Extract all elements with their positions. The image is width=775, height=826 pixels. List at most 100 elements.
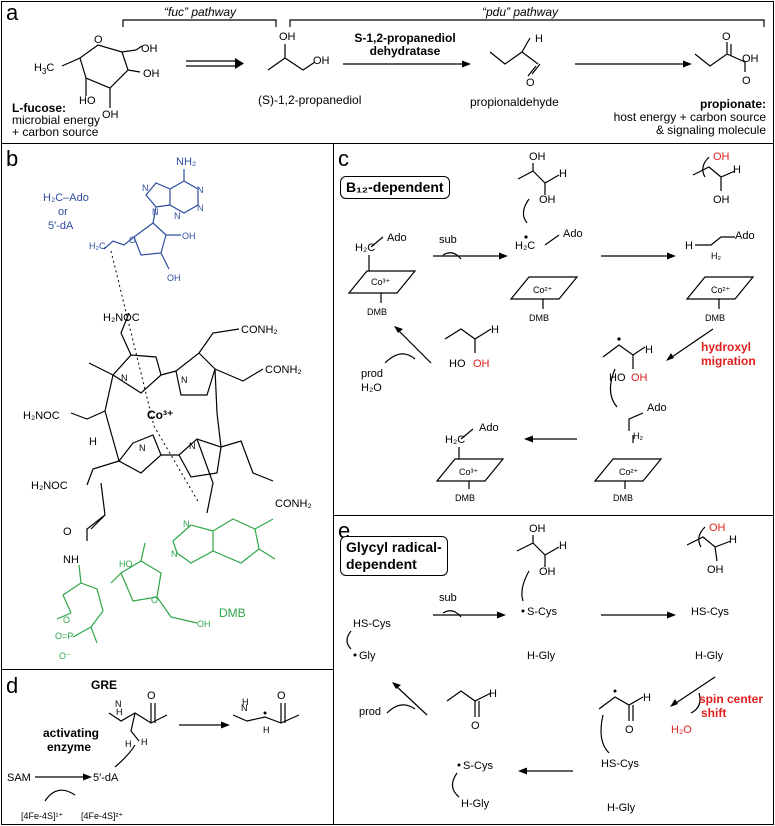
svg-text:H: H [491, 324, 499, 336]
panel-d-activation: GRE N H O H H N H O H activating enzyme … [7, 678, 300, 821]
ado-label-line3: 5′-dA [48, 220, 74, 232]
gem-diol: H HO OH [444, 324, 499, 370]
propionate-line2: & signaling molecule [656, 123, 766, 137]
svg-text:N: N [142, 183, 149, 193]
hydroxyl-migration-line1: hydroxyl [701, 340, 751, 354]
svg-text:S-Cys: S-Cys [527, 606, 557, 618]
propanediol-label: (S)-1,2-propanediol [258, 93, 361, 107]
svg-text:O: O [63, 615, 70, 625]
svg-text:H: H [89, 436, 97, 448]
svg-text:H: H [643, 692, 651, 704]
svg-text:H: H [535, 33, 543, 45]
svg-text:OH: OH [539, 194, 556, 206]
svg-text:HO: HO [79, 95, 96, 107]
svg-text:N: N [181, 375, 188, 385]
svg-text:H: H [559, 168, 567, 180]
svg-text:OH: OH [539, 566, 556, 578]
svg-text:Co³⁺: Co³⁺ [459, 467, 479, 477]
svg-text:OH: OH [473, 358, 490, 370]
svg-text:HO: HO [449, 358, 466, 370]
svg-text:O: O [471, 720, 480, 732]
ado-label-line1: H₂C–Ado [43, 192, 89, 204]
propionaldehyde-product: H O [446, 688, 497, 732]
propionaldehyde-label: propionaldehyde [470, 95, 559, 109]
svg-text:DMB: DMB [705, 313, 725, 323]
h2noc-left: H₂NOC [23, 410, 60, 422]
svg-text:N: N [183, 519, 190, 529]
substrate-radical-pair: OH H OH H₂C Ado Co²⁺ DMB [509, 151, 583, 323]
svg-text:Co³⁺: Co³⁺ [371, 277, 391, 287]
svg-text:DMB: DMB [529, 313, 549, 323]
panel-b-cobalamin: NH₂ N N N N N O OH OH H₂C H₂C–Ado or 5′-… [23, 156, 312, 661]
substrate-thiyl-pair: OH H OH S-Cys H-Gly [516, 523, 567, 662]
svg-text:O: O [625, 724, 634, 736]
svg-text:H: H [263, 725, 270, 735]
propanediol-structure: OH OH [267, 31, 330, 71]
svg-text:H: H [125, 739, 132, 749]
adocbl-complex-2: H₂C Ado Co³⁺ DMB [435, 422, 505, 503]
c-sub-label: sub [439, 234, 457, 246]
ketyl-radical: H O HS-Cys H-Gly [598, 689, 651, 814]
svg-text:DMB: DMB [367, 307, 387, 317]
conh2-top: CONH₂ [241, 324, 278, 336]
l-fucose-line2: + carbon source [12, 125, 99, 139]
svg-text:OH: OH [102, 109, 119, 121]
svg-text:N: N [197, 185, 204, 195]
svg-text:OH: OH [707, 564, 724, 576]
svg-text:Co²⁺: Co²⁺ [533, 285, 553, 295]
fuc-pathway-label: “fuc” pathway [164, 5, 237, 19]
regenerated-radical: S-Cys H-Gly [451, 760, 493, 810]
l-fucose-structure: H3C OH OH OH HO O [34, 34, 160, 121]
gre-glycine: N H O H H [108, 690, 168, 749]
svg-text:H: H [733, 164, 741, 176]
svg-text:O⁻: O⁻ [59, 651, 71, 661]
svg-text:OH: OH [742, 53, 759, 65]
svg-text:H₂C: H₂C [89, 241, 106, 251]
svg-text:H₂C: H₂C [355, 242, 375, 254]
svg-text:N: N [171, 549, 178, 559]
conh2-bottom: CONH₂ [275, 498, 312, 510]
svg-text:O: O [151, 595, 158, 605]
propionate-structure: O OH O [694, 31, 759, 87]
svg-text:Ado: Ado [647, 402, 667, 414]
dmb-nucleotide: O NH O O=P O⁻ O OH HO N N DMB [55, 482, 276, 661]
adocbl-complex-1: H₂C Ado Co³⁺ DMB [347, 232, 417, 317]
svg-text:N: N [197, 203, 204, 213]
propionate-title: propionate: [700, 97, 766, 111]
svg-text:OH: OH [529, 523, 546, 535]
substrate-radical-ado-h: OH H OH H Ado H₂ Co²⁺ DMB [685, 151, 755, 323]
svg-text:O: O [722, 31, 731, 43]
panel-label-d: d [6, 673, 19, 698]
enzyme-label-line1: S-1,2-propanediol [354, 31, 455, 45]
adenine-nh2: NH₂ [176, 156, 196, 168]
svg-text:O: O [129, 235, 136, 245]
svg-text:OH: OH [197, 619, 211, 629]
h2noc-top: H₂NOC [103, 312, 140, 324]
dmb-label: DMB [219, 606, 246, 620]
sam-label: SAM [7, 772, 31, 784]
svg-text:H: H [242, 697, 249, 707]
svg-text:OH: OH [529, 151, 546, 163]
e-sub-label: sub [439, 592, 457, 604]
svg-text:Ado: Ado [735, 230, 755, 242]
c-prod-label: prod [361, 368, 383, 380]
glycyl-box-line2: dependent [346, 556, 417, 572]
l-fucose-title: L-fucose: [12, 101, 66, 115]
svg-text:HS-Cys: HS-Cys [601, 758, 639, 770]
svg-text:HS-Cys: HS-Cys [353, 618, 391, 630]
svg-text:OH: OH [167, 273, 181, 283]
glycyl-radical-box: Glycyl radical- dependent [340, 536, 448, 576]
deoxyadenosyl-label: 5′-dA [93, 772, 119, 784]
activating-enzyme-line1: activating [43, 726, 99, 740]
svg-text:N: N [121, 373, 128, 383]
l-fucose-line1: microbial energy [12, 113, 100, 127]
panel-a-scheme: “fuc” pathway “pdu” pathway H3C OH OH OH… [12, 5, 766, 139]
svg-text:N: N [115, 699, 122, 709]
hydroxyl-migration-line2: migration [701, 354, 756, 368]
b12-dependent-box: B₁₂-dependent [340, 176, 450, 199]
pdu-pathway-label: “pdu” pathway [482, 5, 559, 19]
svg-text:H₂C: H₂C [515, 240, 535, 252]
svg-text:O: O [742, 75, 751, 87]
activating-enzyme-line2: enzyme [47, 740, 91, 754]
ado-label-line2: or [58, 206, 68, 218]
